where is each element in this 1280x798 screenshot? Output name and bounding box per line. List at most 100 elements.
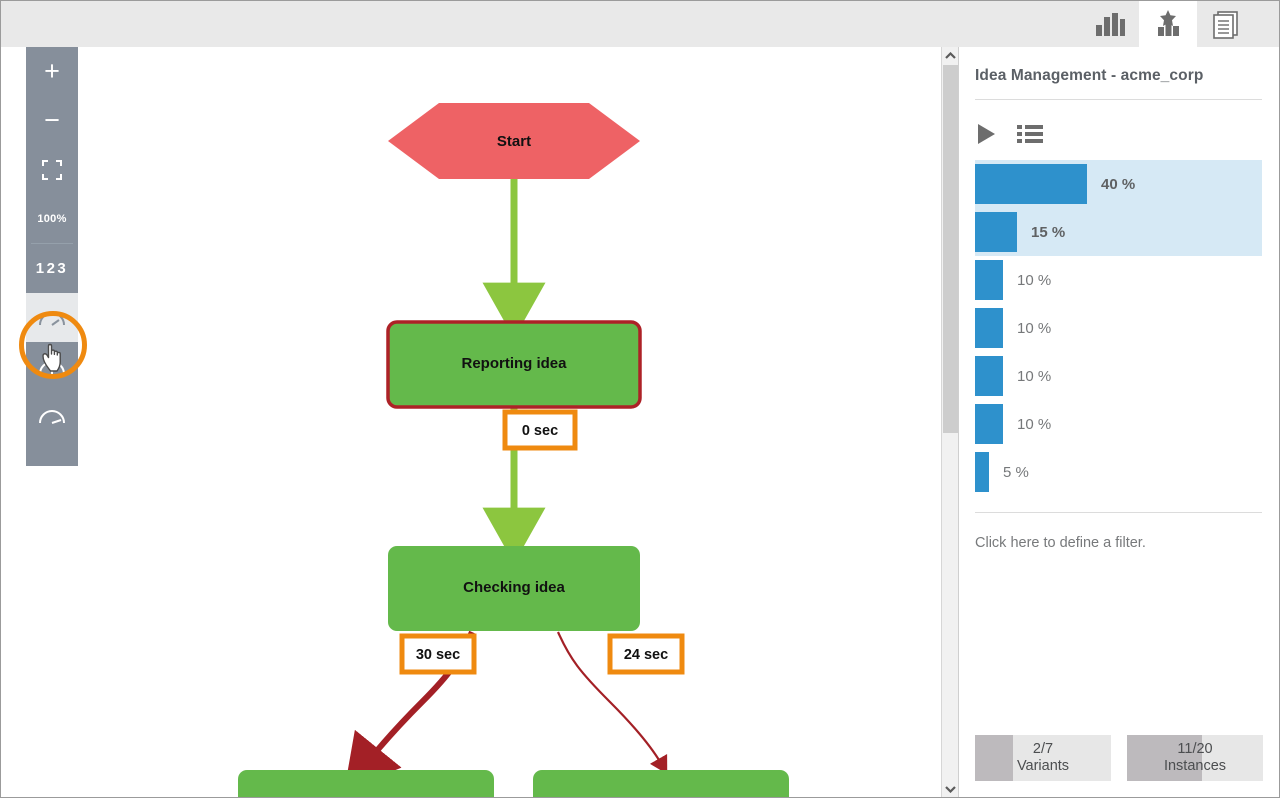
variant-bar-row[interactable]: 40 %: [975, 160, 1262, 208]
node-checking-idea[interactable]: Checking idea: [388, 546, 640, 631]
node-sending-rejection-mail[interactable]: Sending rejection mail: [533, 770, 789, 798]
variant-bar-fill: [975, 260, 1003, 300]
node-reporting-idea[interactable]: Reporting idea: [386, 320, 642, 409]
variant-bar-label: 5 %: [1003, 463, 1029, 481]
variant-bar-row[interactable]: 15 %: [975, 208, 1262, 256]
panel-filter-divider: [975, 512, 1262, 513]
edge-label-24-sec[interactable]: 24 sec: [607, 633, 685, 675]
star-chart-tab[interactable]: [1139, 1, 1197, 47]
edge-label-30-sec[interactable]: 30 sec: [399, 633, 477, 675]
edge-label-30-sec-text: 30 sec: [416, 647, 460, 663]
chevron-down-icon: [945, 786, 956, 793]
variant-bar-fill: [975, 308, 1003, 348]
scroll-thumb[interactable]: [943, 65, 958, 433]
fit-to-screen-button[interactable]: [26, 145, 78, 194]
variant-bar-label: 10 %: [1017, 271, 1052, 289]
edge-label-0-sec-box: [502, 409, 578, 451]
variant-bar-row[interactable]: 10 %: [975, 304, 1262, 352]
variant-bar-fill: [975, 452, 989, 492]
numbers-label: 123: [35, 260, 69, 277]
gauge-mid-button[interactable]: [26, 342, 78, 391]
bar-chart-icon: [1096, 13, 1125, 36]
stat-fill: [1127, 735, 1202, 781]
scroll-up-button[interactable]: [942, 47, 959, 65]
variant-bar-label: 40 %: [1101, 175, 1136, 193]
stat-fill: [975, 735, 1014, 781]
edge-checking-rejection: [556, 631, 668, 775]
stat-label: Instances: [1163, 758, 1227, 774]
bar-chart-tab[interactable]: [1081, 1, 1139, 47]
variant-bar-chart: 40 % 15 % 10 % 10 % 10 % 10 % 5 %: [975, 160, 1262, 496]
chevron-up-icon: [945, 52, 956, 59]
variant-bar-row[interactable]: 10 %: [975, 352, 1262, 400]
zoom-in-button[interactable]: +: [26, 47, 78, 96]
canvas-vertical-scrollbar[interactable]: [941, 47, 959, 797]
play-button[interactable]: [975, 122, 997, 146]
variant-bar-row[interactable]: 5 %: [975, 448, 1262, 496]
minus-icon: −: [44, 105, 60, 135]
top-header: [1, 1, 1279, 47]
filter-hint[interactable]: Click here to define a filter.: [975, 535, 1146, 551]
absolute-numbers-button[interactable]: 123: [26, 244, 78, 293]
play-icon: [978, 124, 995, 144]
node-checking-label: Checking idea: [463, 579, 565, 596]
variant-bar-fill: [975, 404, 1003, 444]
document-tab[interactable]: [1197, 1, 1255, 47]
variant-bar-row[interactable]: 10 %: [975, 400, 1262, 448]
document-icon: [1213, 11, 1238, 39]
variant-bar-fill: [975, 356, 1003, 396]
zoom-level-label: 100%: [37, 212, 67, 225]
zoom-out-button[interactable]: −: [26, 96, 78, 145]
rejection-rect: [533, 770, 789, 797]
process-canvas[interactable]: Start Reporting idea Checking idea Sendi…: [2, 47, 960, 798]
node-sending-confirmation-mail[interactable]: Sending confirmation mail: [238, 770, 494, 798]
reporting-rect: [386, 320, 642, 409]
stat-value: 11/20: [1177, 740, 1213, 757]
view-tabs: [1081, 1, 1255, 47]
panel-action-icons: [975, 114, 1262, 154]
list-icon: [1017, 125, 1043, 143]
variant-bar-label: 10 %: [1017, 319, 1052, 337]
variant-bar-fill: [975, 164, 1087, 204]
variant-bar-fill: [975, 212, 1017, 252]
start-hexagon: [388, 103, 640, 179]
right-side-panel: Idea Management - acme_corp 40 %15 %10: [958, 47, 1278, 797]
gauge-low-icon: [39, 311, 65, 326]
canvas-toolbar: + − 100% 123: [26, 47, 78, 466]
list-view-button[interactable]: [1017, 123, 1043, 145]
variant-bar-row[interactable]: 10 %: [975, 256, 1262, 304]
plus-icon: +: [44, 56, 60, 86]
node-start-label: Start: [497, 133, 531, 150]
variant-bar-label: 15 %: [1031, 223, 1066, 241]
edge-label-0-sec[interactable]: 0 sec: [502, 409, 578, 451]
gauge-high-icon: [39, 409, 65, 424]
gauge-high-button[interactable]: [26, 391, 78, 440]
checking-rect: [388, 546, 640, 631]
fit-screen-icon: [42, 159, 62, 180]
toolbar-divider-1: [31, 243, 73, 244]
edge-label-30-sec-box: [399, 633, 477, 675]
edge-label-0-sec-text: 0 sec: [522, 423, 558, 439]
stat-label: Variants: [1016, 758, 1070, 774]
variant-bar-label: 10 %: [1017, 415, 1052, 433]
star-bar-chart-icon: [1158, 10, 1179, 36]
node-start[interactable]: Start: [388, 103, 640, 179]
node-reporting-label: Reporting idea: [461, 355, 567, 372]
scroll-down-button[interactable]: [942, 780, 959, 797]
stat-value: 2/7: [1032, 740, 1054, 757]
process-diagram: Start Reporting idea Checking idea Sendi…: [238, 103, 789, 798]
gauge-low-button[interactable]: [26, 293, 78, 342]
gauge-mid-icon: [39, 360, 65, 374]
edge-label-24-sec-box: [607, 633, 685, 675]
confirmation-rect: [238, 770, 494, 797]
zoom-level-button[interactable]: 100%: [26, 194, 78, 243]
variant-bar-label: 10 %: [1017, 367, 1052, 385]
panel-title: Idea Management - acme_corp: [975, 67, 1204, 84]
panel-title-divider: [975, 99, 1262, 100]
